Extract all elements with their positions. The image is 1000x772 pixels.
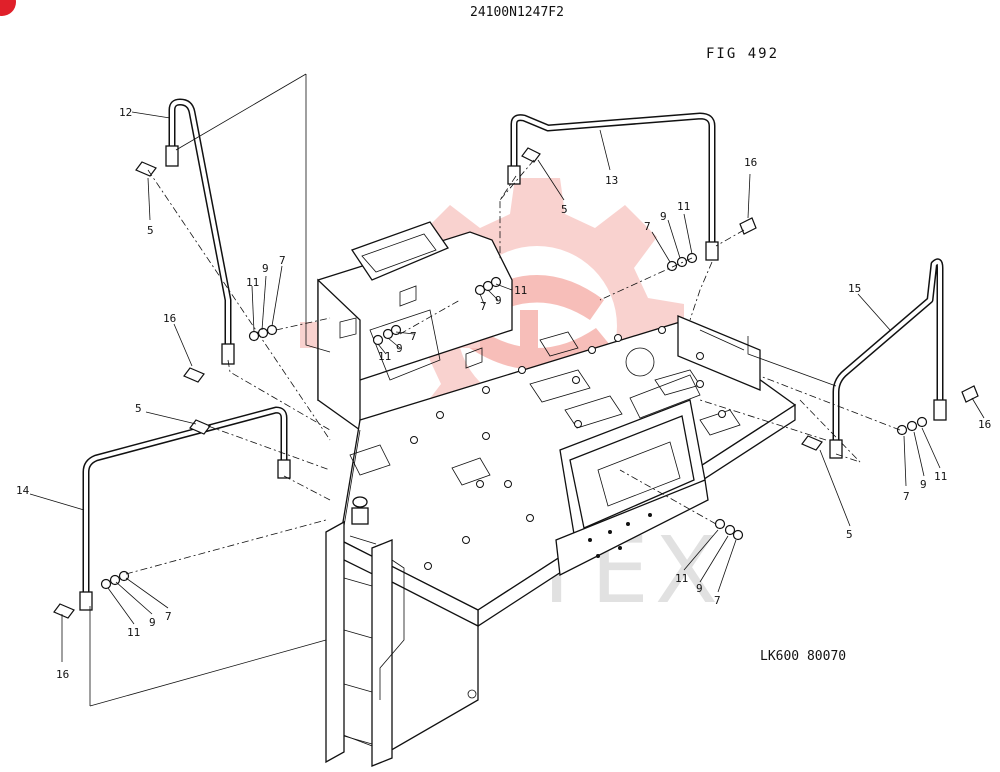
- callout-9-center: 9: [495, 294, 502, 307]
- callout-labels: 12 5 9 7 11 16 5 14 16 11 9 7 13 5 11 9 …: [16, 106, 991, 681]
- figure-number: FIG 492: [706, 46, 779, 62]
- callout-7-right: 7: [903, 490, 910, 503]
- callout-9-right-top: 9: [660, 210, 667, 223]
- callout-5-left-mid: 5: [135, 402, 142, 415]
- callout-7-center: 7: [480, 300, 487, 313]
- handrail-15: [829, 258, 947, 459]
- callout-16-left-top: 16: [163, 312, 176, 325]
- corner-marker: [0, 0, 16, 16]
- callout-7-left-top: 7: [279, 254, 286, 267]
- callout-11-left-top: 11: [246, 276, 259, 289]
- frame-assembly: [317, 221, 797, 767]
- handrail-14: [79, 406, 291, 611]
- callout-leaders: [29, 111, 985, 662]
- callout-9-bottom-center: 9: [696, 582, 703, 595]
- callout-7-left-bottom: 7: [165, 610, 172, 623]
- callout-11-center: 11: [514, 284, 527, 297]
- callout-11-right: 11: [934, 470, 947, 483]
- callout-11-right-top: 11: [677, 200, 690, 213]
- callout-5-right: 5: [846, 528, 853, 541]
- callout-16-left-bottom: 16: [56, 668, 69, 681]
- callout-7-right-top: 7: [644, 220, 651, 233]
- callout-12: 12: [119, 106, 132, 119]
- callout-5-left-top: 5: [147, 224, 154, 237]
- callout-15: 15: [848, 282, 861, 295]
- drawing-reference: LK600 80070: [760, 649, 846, 664]
- callout-11-bottom-center: 11: [675, 572, 688, 585]
- fasteners: [53, 147, 979, 619]
- callout-9-panel: 9: [396, 342, 403, 355]
- callout-11-panel: 11: [378, 350, 391, 363]
- callout-16-right-top: 16: [744, 156, 757, 169]
- callout-9-right: 9: [920, 478, 927, 491]
- callout-9-left-top: 9: [262, 262, 269, 275]
- assembly-lines: [89, 73, 901, 707]
- callout-11-left-bottom: 11: [127, 626, 140, 639]
- callout-5-center-top: 5: [561, 203, 568, 216]
- callout-13: 13: [605, 174, 618, 187]
- callout-7-bottom-center: 7: [714, 594, 721, 607]
- document-code: 24100N1247F2: [470, 5, 564, 20]
- callout-9-left-bottom: 9: [149, 616, 156, 629]
- handrail-12: [165, 98, 235, 365]
- callout-7-panel: 7: [410, 330, 417, 343]
- callout-14: 14: [16, 484, 30, 497]
- handrail-13: [507, 112, 719, 261]
- callout-16-right: 16: [978, 418, 991, 431]
